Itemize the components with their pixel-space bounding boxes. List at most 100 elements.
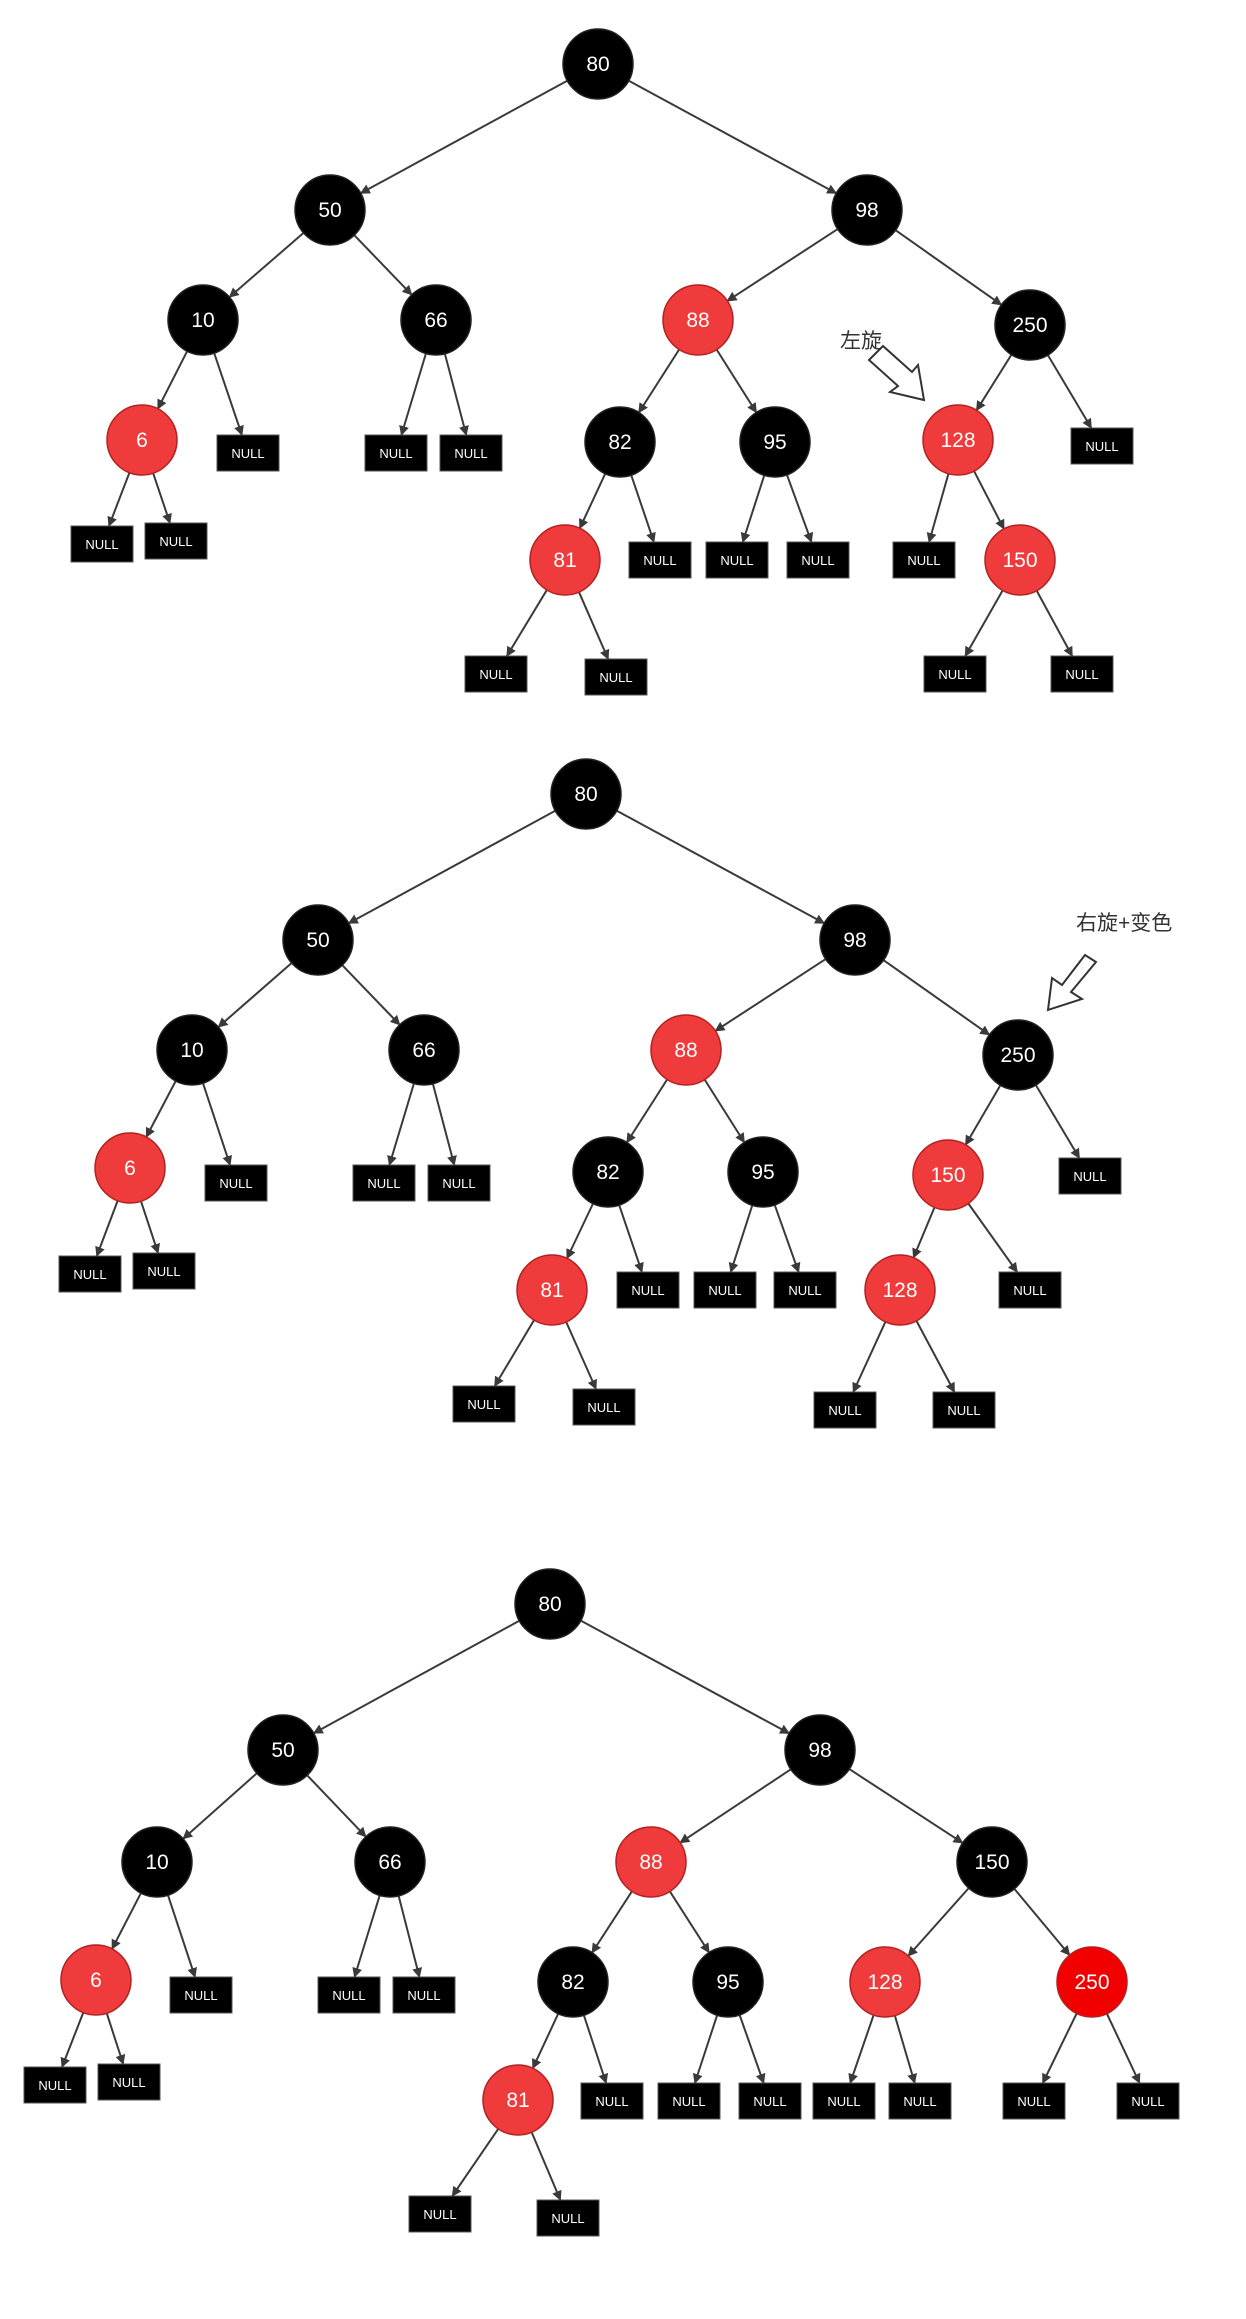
tree-node-label: 50 [271,1739,294,1762]
null-leaf-box [932,1391,996,1429]
null-leaf-box [464,655,528,693]
tree-edge [566,1203,594,1260]
tree-edge [60,2012,85,2068]
tree-edge [883,959,991,1036]
null-leaf-box [923,655,987,693]
tree-edge [451,2128,500,2197]
tree-edge [1013,1888,1071,1956]
tree-edge [1047,354,1093,429]
tree-node-label: 80 [586,53,609,76]
null-leaf-box [892,541,956,579]
tree-edge [213,352,244,436]
tree-edge [726,228,839,302]
null-leaf-label: NULL [442,1176,475,1191]
null-leaf-label: NULL [828,1403,861,1418]
null-leaf-label: NULL [907,553,940,568]
tree-edge [565,1321,597,1390]
tree-node-88 [662,284,734,356]
tree-node-81 [482,2064,554,2136]
tree-edge [893,2015,917,2084]
tree-node-label: 150 [930,1164,965,1187]
null-leaf-label: NULL [407,1988,440,2003]
tree-node-66 [400,284,472,356]
tree-node-label: 88 [639,1851,662,1874]
tree-edge [907,1887,970,1957]
tree-edge [145,1080,177,1138]
tree-edge [387,1083,415,1166]
tree-edge [626,1078,668,1144]
tree-edge [715,349,758,414]
null-leaf-box [204,1164,268,1202]
null-leaf-label: NULL [467,1397,500,1412]
null-leaf-box [580,2082,644,2120]
null-leaf-box [427,1164,491,1202]
tree-edge [352,1895,381,1978]
rotate-right-recolor-label: 右旋+变色 [1076,912,1172,935]
tree-node-81 [529,524,601,596]
null-leaf-box [1002,2082,1066,2120]
tree-node-label: 250 [1074,1971,1109,1994]
tree-node-128 [864,1254,936,1326]
tree-node-label: 10 [180,1039,203,1062]
tree-edge [703,1079,746,1144]
tree-node-label: 128 [867,1971,902,1994]
null-leaf-label: NULL [147,1264,180,1279]
tree-edge [105,2012,126,2065]
null-leaf-box [144,522,208,560]
tree-node-label: 6 [136,429,148,452]
tree-node-150 [984,524,1056,596]
null-leaf-box [23,2066,87,2104]
null-leaf-label: NULL [112,2075,145,2090]
tree-edge [852,1321,887,1393]
tree-node-95 [727,1136,799,1208]
tree-node-label: 80 [574,783,597,806]
tree-node-150 [912,1139,984,1211]
tree-edge [669,1890,710,1954]
null-leaf-box [1050,655,1114,693]
tree-node-label: 82 [596,1161,619,1184]
null-leaf-box [998,1271,1062,1309]
tree-node-98 [831,174,903,246]
null-leaf-box [1070,427,1134,465]
null-leaf-label: NULL [587,1400,620,1415]
tree-node-label: 81 [540,1279,563,1302]
tree-node-10 [121,1826,193,1898]
tree-node-label: 250 [1012,314,1047,337]
tree-edge [578,473,607,530]
tree-edge [493,1319,535,1387]
tree-edge [228,232,305,298]
null-leaf-label: NULL [643,553,676,568]
null-leaf-label: NULL [184,1988,217,2003]
tree-edge [915,1320,956,1393]
null-leaf-box [352,1164,416,1202]
tree-node-label: 66 [412,1039,435,1062]
tree-edge [848,1768,964,1844]
tree-node-95 [739,406,811,478]
null-leaf-label: NULL [801,553,834,568]
null-leaf-label: NULL [219,1176,252,1191]
null-leaf-label: NULL [753,2094,786,2109]
null-leaf-label: NULL [551,2211,584,2226]
tree-edge [975,354,1013,412]
null-leaf-box [536,2199,600,2237]
tree-node-98 [784,1714,856,1786]
tree-edge [152,472,172,524]
null-leaf-box [392,1976,456,2014]
tree-edge [1105,2013,1141,2084]
tree-edge [167,1894,197,1978]
null-leaf-label: NULL [1073,1169,1106,1184]
tree-edge [107,472,131,527]
tree-node-label: 98 [808,1739,831,1762]
tree-node-50 [282,904,354,976]
null-leaf-label: NULL [938,667,971,682]
tree-node-80 [550,758,622,830]
null-leaf-label: NULL [454,446,487,461]
tree-node-128 [922,404,994,476]
tree-edge [1035,1084,1081,1159]
tree-edge [182,1772,258,1840]
null-leaf-box [132,1252,196,1290]
tree-edge [111,1892,142,1950]
null-leaf-box [738,2082,802,2120]
tree-node-6 [94,1132,166,1204]
